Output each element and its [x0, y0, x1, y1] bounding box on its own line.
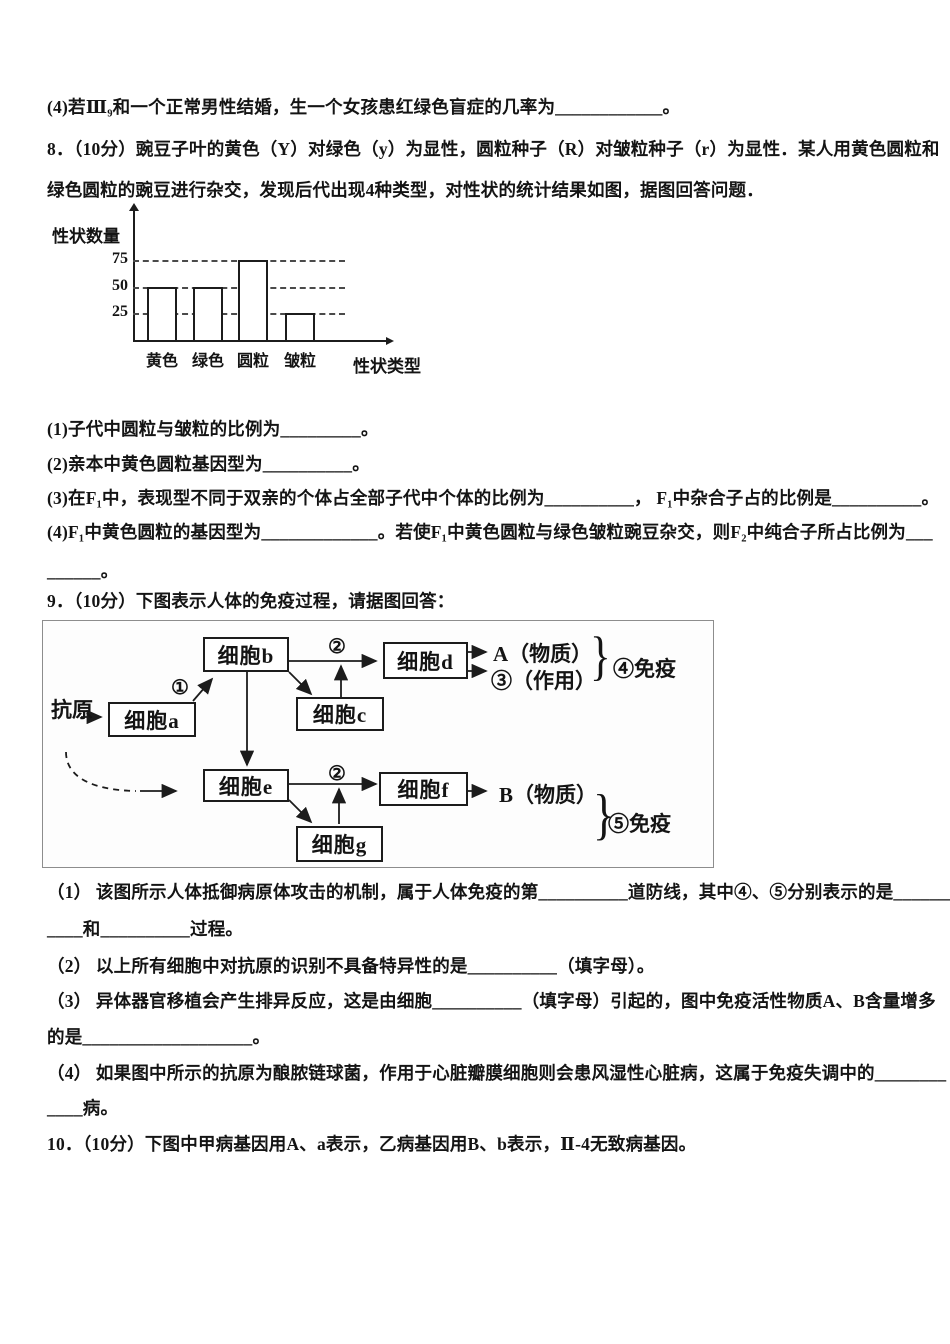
y-tick-75: 75 [112, 249, 128, 267]
cell-f-box: 细胞f [379, 772, 468, 806]
dashed-antigen-path [65, 751, 137, 792]
chart-y-axis [133, 210, 135, 341]
chart-y-axis-arrow [129, 203, 139, 211]
question9-sub2: （2） 以上所有细胞中对抗原的识别不具备特异性的是__________（填字母）… [47, 956, 655, 976]
immunity-5-label: ⑤免疫 [608, 812, 671, 836]
bar-黄色 [147, 286, 177, 340]
chart-x-axis-arrow [386, 337, 394, 345]
cell-e-box: 细胞e [203, 769, 289, 802]
question9-sub3-line2: 的是___________________。 [47, 1027, 271, 1047]
brace-cellular: } [593, 784, 615, 846]
x-category-皱粒: 皱粒 [283, 353, 316, 370]
question8-heading-line1: 8．（10分）豌豆子叶的黄色（Y）对绿色（y）为显性，圆粒种子（R）对皱粒种子（… [47, 139, 940, 159]
cell-d-box: 细胞d [383, 642, 468, 679]
question9-heading: 9．（10分）下图表示人体的免疫过程，请据图回答： [47, 591, 455, 611]
y-tick-50: 50 [112, 276, 128, 294]
diagram-connectors [65, 644, 488, 824]
arrow-cell-b-to-cell-c [288, 671, 313, 696]
chart-y-axis-label: 性状数量 [52, 227, 120, 246]
question8-sub2: (2)亲本中黄色圆粒基因型为__________。 [47, 454, 370, 474]
question9-sub3-line1: （3） 异体器官移植会产生排异反应，这是由细胞__________（填字母）引起… [47, 991, 936, 1011]
step-2-top-label: ② [328, 636, 346, 658]
step-2-bottom-label: ② [328, 763, 346, 785]
arrow-cell-a-to-cell-b [192, 677, 214, 702]
question8-sub4-line2: ______。 [47, 561, 119, 581]
step-1-label: ① [171, 677, 189, 699]
immunity-4-label: ④免疫 [613, 657, 676, 681]
substance-b-label: B（物质） [499, 783, 598, 807]
question9-sub1-line1: （1） 该图所示人体抵御病原体攻击的机制，属于人体免疫的第__________道… [47, 882, 950, 902]
x-category-圆粒: 圆粒 [236, 353, 269, 370]
effect-3-label: ③（作用） [491, 669, 596, 693]
question10-heading: 10．（10分）下图中甲病基因用A、a表示，乙病基因用B、b表示，Ⅱ-4无致病基… [47, 1134, 697, 1154]
chart-x-axis [133, 340, 388, 342]
antigen-label: 抗原 [51, 698, 93, 722]
trait-statistics-bar-chart: 性状数量 性状类型 25 50 75 黄色绿色圆粒皱粒 [50, 203, 450, 382]
question7-part4-line: (4)若Ⅲ₉和一个正常男性结婚，生一个女孩患红绿色盲症的几率为_________… [47, 97, 681, 117]
y-tick-25: 25 [112, 303, 128, 321]
question9-sub4-line1: （4） 如果图中所示的抗原为酿脓链球菌，作用于心脏瓣膜细胞则会患风湿性心脏病，这… [47, 1063, 947, 1083]
cell-g-box: 细胞g [296, 826, 383, 862]
substance-a-label: A（物质） [493, 642, 593, 666]
question8-sub1: (1)子代中圆粒与皱粒的比例为_________。 [47, 419, 379, 439]
question8-sub3: (3)在F₁中，表现型不同于双亲的个体占全部子代中个体的比例为_________… [47, 488, 940, 508]
question9-sub4-line2: ____病。 [47, 1098, 119, 1118]
chart-x-axis-label: 性状类型 [353, 357, 421, 376]
x-category-黄色: 黄色 [145, 353, 178, 370]
cell-a-box: 细胞a [108, 702, 196, 737]
bar-绿色 [193, 286, 223, 340]
bar-圆粒 [238, 259, 268, 340]
question8-sub4-line1: (4)F₁中黄色圆粒的基因型为_____________。若使F₁中黄色圆粒与绿… [47, 522, 933, 542]
arrow-cell-e-to-cell-g [288, 799, 313, 824]
cell-c-box: 细胞c [296, 697, 384, 731]
x-category-绿色: 绿色 [191, 353, 224, 370]
cell-b-box: 细胞b [203, 637, 289, 672]
bar-皱粒 [285, 313, 315, 340]
question9-sub1-line2: ____和__________过程。 [47, 919, 244, 939]
question8-heading-line2: 绿色圆粒的豌豆进行杂交，发现后代出现4种类型，对性状的统计结果如图，据图回答问题… [47, 180, 764, 200]
immune-process-diagram: 抗原 细胞a 细胞b 细胞c 细胞d 细胞e 细胞f 细胞g ① ② ② A（物… [42, 620, 714, 868]
brace-humoral: } [590, 626, 611, 686]
